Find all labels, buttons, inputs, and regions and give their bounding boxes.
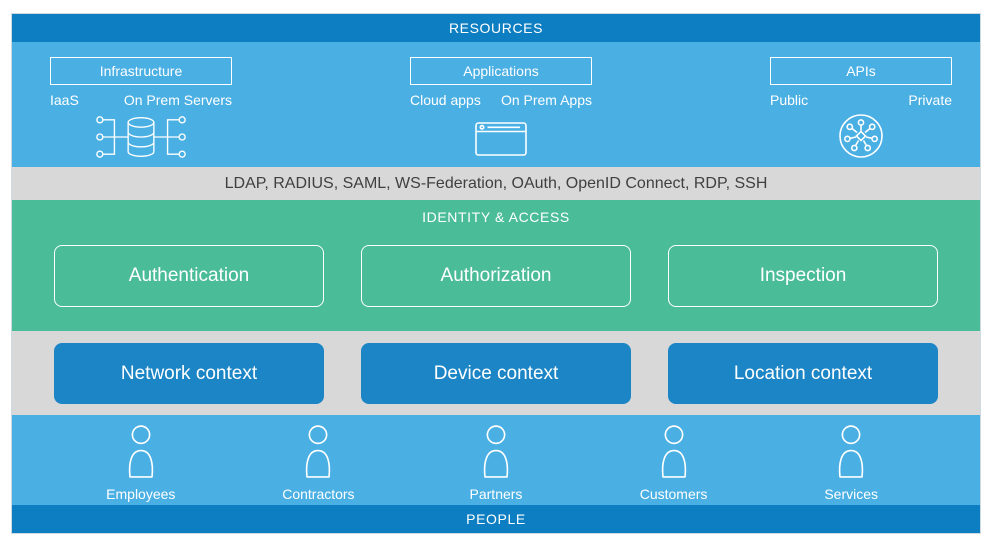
partners-label: Partners (469, 486, 523, 502)
network-context-label: Network context (120, 362, 258, 384)
customers-label: Customers (639, 486, 708, 502)
people-footer-bar: PEOPLE (12, 505, 980, 533)
person-icon (295, 425, 341, 484)
context-band: Network context Device context Location … (12, 331, 980, 415)
location-context-box: Location context (668, 343, 938, 404)
resource-group-infrastructure: Infrastructure IaaS On Prem Servers (50, 57, 232, 167)
resources-header-bar: RESOURCES (12, 14, 980, 42)
people-title: PEOPLE (466, 511, 526, 527)
private-label: Private (908, 92, 952, 108)
authorization-box: Authorization (361, 245, 631, 307)
database-network-icon (93, 113, 189, 161)
identity-access-band: IDENTITY & ACCESS Authentication Authori… (12, 200, 980, 331)
infrastructure-labels: IaaS On Prem Servers (50, 92, 232, 108)
resources-title: RESOURCES (448, 20, 544, 36)
person-icon (118, 425, 164, 484)
authentication-box: Authentication (54, 245, 324, 307)
person-group-employees: Employees (71, 425, 211, 505)
infrastructure-title-box: Infrastructure (50, 57, 232, 85)
people-band: Employees Contractors Pa (12, 415, 980, 505)
resource-group-applications: Applications Cloud apps On Prem Apps (410, 57, 592, 167)
apis-labels: Public Private (770, 92, 952, 108)
network-context-box: Network context (54, 343, 324, 404)
inspection-box: Inspection (668, 245, 938, 307)
location-context-label: Location context (733, 362, 873, 384)
apis-title: APIs (846, 63, 876, 79)
applications-labels: Cloud apps On Prem Apps (410, 92, 592, 108)
public-label: Public (770, 92, 809, 108)
inspection-label: Inspection (759, 265, 847, 286)
infrastructure-title: Infrastructure (99, 63, 183, 79)
authentication-label: Authentication (128, 265, 250, 286)
protocols-bar: LDAP, RADIUS, SAML, WS-Federation, OAuth… (12, 167, 980, 200)
browser-window-icon (475, 122, 527, 156)
person-icon (651, 425, 697, 484)
device-context-box: Device context (361, 343, 631, 404)
contractors-label: Contractors (282, 486, 355, 502)
zero-trust-architecture-diagram: RESOURCES Infrastructure IaaS On Prem Se… (11, 13, 981, 534)
protocols-text: LDAP, RADIUS, SAML, WS-Federation, OAuth… (224, 174, 768, 192)
applications-title: Applications (463, 63, 539, 79)
person-group-services: Services (781, 425, 921, 505)
applications-title-box: Applications (410, 57, 592, 85)
on-prem-servers-label: On Prem Servers (123, 92, 232, 108)
iaas-label: IaaS (50, 92, 79, 108)
resources-band: Infrastructure IaaS On Prem Servers (12, 42, 980, 167)
person-group-contractors: Contractors (248, 425, 388, 505)
person-icon (828, 425, 874, 484)
device-context-label: Device context (433, 362, 559, 384)
authorization-label: Authorization (440, 265, 552, 286)
employees-label: Employees (106, 486, 176, 502)
person-group-customers: Customers (604, 425, 744, 505)
on-prem-apps-label: On Prem Apps (500, 92, 592, 108)
person-group-partners: Partners (426, 425, 566, 505)
resource-group-apis: APIs Public Private (770, 57, 952, 167)
services-label: Services (824, 486, 879, 502)
apis-title-box: APIs (770, 57, 952, 85)
api-hub-icon (837, 112, 885, 160)
identity-access-row: Authentication Authorization Inspection (12, 245, 980, 307)
person-icon (473, 425, 519, 484)
identity-access-heading: IDENTITY & ACCESS (422, 209, 570, 225)
context-row: Network context Device context Location … (12, 343, 980, 404)
cloud-apps-label: Cloud apps (410, 92, 481, 108)
